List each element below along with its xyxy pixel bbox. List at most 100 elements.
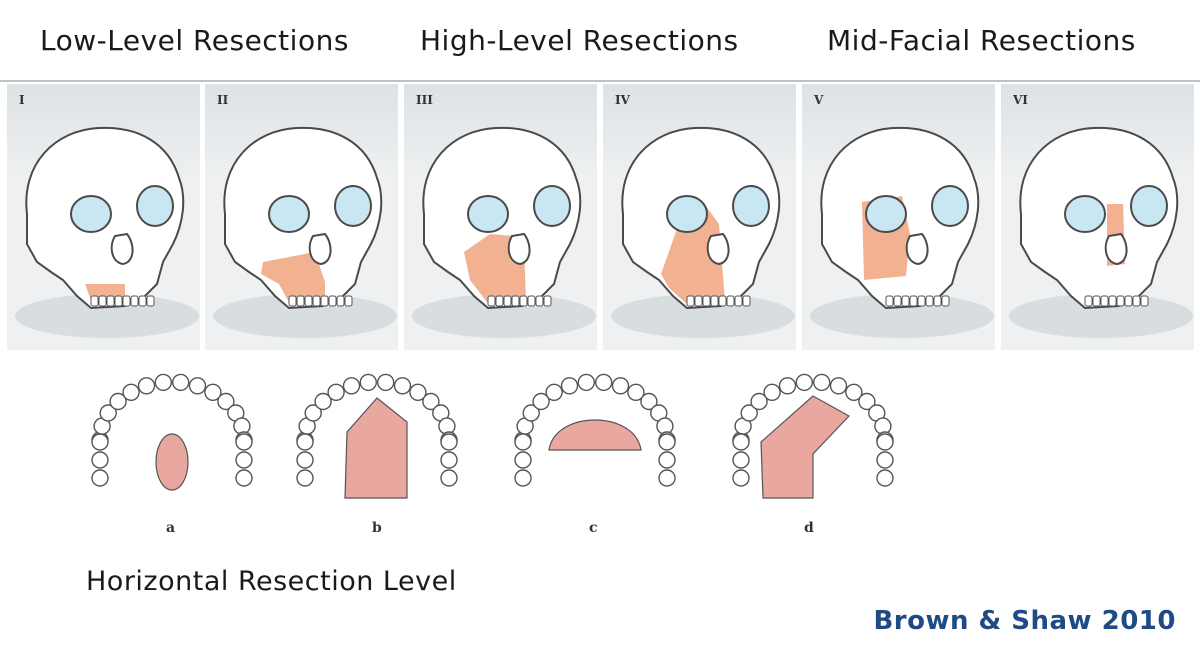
arch-tooth: [235, 433, 253, 451]
skull-tooth: [1100, 295, 1109, 307]
panel-label: III: [416, 93, 433, 107]
citation-credit: Brown & Shaw 2010: [873, 606, 1176, 636]
arch-tooth: [522, 404, 540, 422]
skull-tooth: [344, 295, 353, 307]
skull-tooth: [98, 295, 107, 307]
arch-tooth: [858, 392, 876, 411]
arch-tooth: [440, 433, 458, 451]
skull-tooth: [312, 295, 321, 307]
skull-tooth: [106, 295, 115, 307]
arch-tooth: [658, 451, 676, 469]
arch-tooth: [91, 469, 109, 487]
right-orbit: [931, 185, 969, 227]
arch-tooth: [594, 373, 613, 392]
left-orbit: [666, 195, 708, 233]
arch-tooth: [409, 383, 427, 401]
dental-arch-c: c: [495, 370, 695, 550]
skull-tooth: [122, 295, 131, 307]
palate-resection: [760, 395, 850, 499]
skull-illustration: [1009, 126, 1193, 338]
skull-tooth: [146, 295, 155, 307]
arch-tooth: [137, 377, 156, 395]
skull-tooth: [304, 295, 313, 307]
arch-tooth: [99, 404, 117, 422]
skull-tooth: [320, 295, 329, 307]
skull-tooth: [718, 295, 727, 307]
left-orbit: [268, 195, 310, 233]
nasal-aperture: [706, 232, 730, 266]
dental-arch-diagram: [732, 373, 894, 499]
arch-tooth: [514, 433, 532, 451]
arch-tooth: [122, 383, 140, 401]
arch-tooth: [440, 451, 458, 469]
skull-tooth: [1108, 295, 1117, 307]
skull-panel-1: I: [7, 84, 200, 350]
arch-tooth: [327, 383, 345, 401]
skull-tooth: [114, 295, 123, 307]
skull-tooth: [1132, 295, 1141, 307]
skull-tooth: [495, 295, 504, 307]
left-orbit: [70, 195, 112, 233]
arch-tooth: [658, 469, 676, 487]
skull-tooth: [336, 295, 345, 307]
horizontal-resection-label: Horizontal Resection Level: [86, 566, 457, 597]
palate-resection: [344, 397, 408, 499]
arch-tooth: [314, 392, 332, 411]
skull-illustration: [412, 126, 596, 338]
skull-tooth: [917, 295, 926, 307]
heading-low-level: Low-Level Resections: [40, 24, 349, 57]
panel-label: I: [19, 93, 25, 107]
right-orbit: [136, 185, 174, 227]
skull-tooth: [933, 295, 942, 307]
skull-tooth: [734, 295, 743, 307]
panel-label: V: [814, 93, 824, 107]
skull-illustration: [213, 126, 397, 338]
resection-area: [661, 202, 725, 306]
arch-tooth: [393, 377, 412, 395]
arch-tooth: [763, 383, 781, 401]
arch-tooth: [732, 469, 750, 487]
left-orbit: [865, 195, 907, 233]
arch-tooth: [627, 383, 645, 401]
arch-tooth: [171, 373, 190, 392]
arch-tooth: [750, 392, 768, 411]
skull-tooth: [686, 295, 695, 307]
arch-tooth: [91, 433, 109, 451]
skull-tooth: [519, 295, 528, 307]
left-orbit: [1064, 195, 1106, 233]
right-orbit: [334, 185, 372, 227]
arch-tooth: [296, 433, 314, 451]
arch-tooth: [188, 377, 207, 395]
dental-arch-d: d: [713, 370, 913, 550]
skull-tooth: [296, 295, 305, 307]
arch-tooth: [876, 433, 894, 451]
skull-illustration: [611, 126, 795, 338]
arch-label: d: [804, 520, 814, 536]
skull-tooth: [527, 295, 536, 307]
left-orbit: [467, 195, 509, 233]
arch-tooth: [778, 377, 797, 395]
skull-tooth: [694, 295, 703, 307]
arch-tooth: [514, 451, 532, 469]
nasal-aperture: [1104, 232, 1128, 266]
skull-tooth: [1116, 295, 1125, 307]
arch-tooth: [829, 377, 848, 395]
nasal-aperture: [308, 232, 332, 266]
arch-tooth: [514, 469, 532, 487]
skull-illustration: [15, 126, 199, 338]
dental-arch-diagram: [296, 373, 458, 499]
arch-tooth: [845, 383, 863, 401]
arch-tooth: [740, 404, 758, 422]
nasal-aperture: [507, 232, 531, 266]
skull-panel-3: III: [404, 84, 597, 350]
skull-panel-5: V: [802, 84, 995, 350]
right-orbit: [732, 185, 770, 227]
skull-tooth: [487, 295, 496, 307]
skull-tooth: [1124, 295, 1133, 307]
skull-tooth: [288, 295, 297, 307]
arch-tooth: [217, 392, 235, 411]
skull-tooth: [901, 295, 910, 307]
skull-tooth: [138, 295, 147, 307]
skull-tooth: [710, 295, 719, 307]
skull-tooth: [543, 295, 552, 307]
